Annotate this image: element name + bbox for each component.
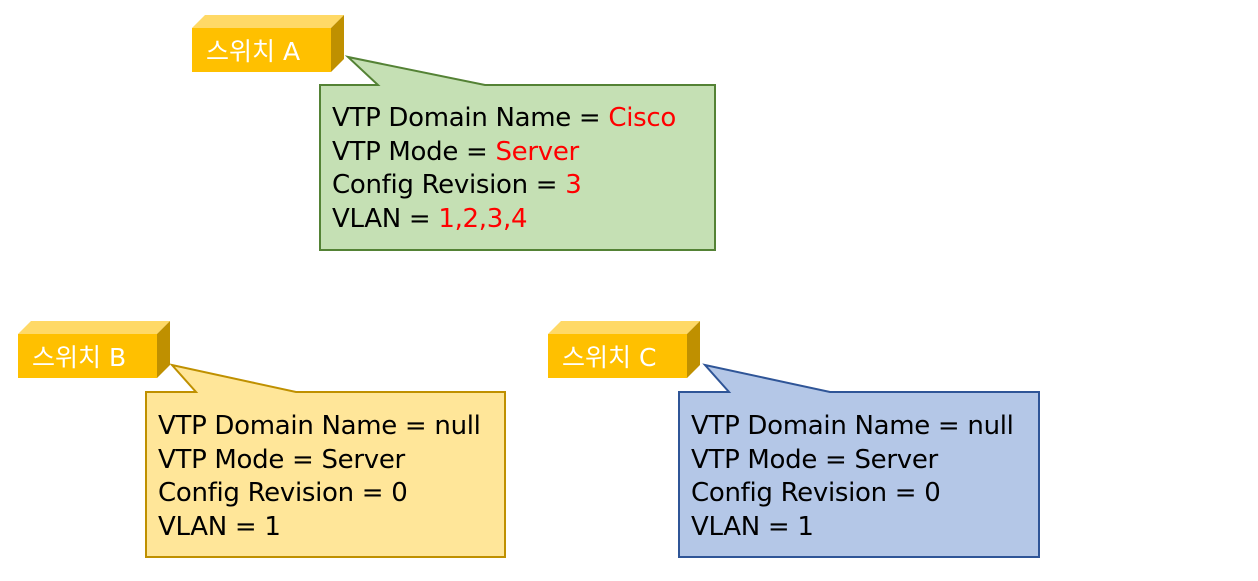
config-revision-value: 3 bbox=[565, 170, 582, 200]
domain-name-label: VTP Domain Name = bbox=[691, 411, 968, 441]
vlan-label: VLAN = bbox=[691, 511, 798, 542]
switch-c-label: 스위치 C bbox=[548, 321, 703, 378]
config-revision-value: 0 bbox=[924, 478, 941, 508]
domain-name-row: VTP Domain Name = Cisco bbox=[332, 102, 676, 136]
config-revision-label: Config Revision = bbox=[691, 478, 925, 508]
vtp-mode-label: VTP Mode = bbox=[691, 444, 855, 475]
config-revision-row: Config Revision = 0 bbox=[158, 477, 481, 511]
switch-b-title: 스위치 B bbox=[32, 343, 127, 372]
callout-a-bubble bbox=[319, 55, 716, 251]
switch-a-label: 스위치 A bbox=[192, 15, 347, 72]
domain-name-value: null bbox=[434, 411, 481, 441]
vtp-mode-value: Server bbox=[854, 444, 938, 475]
domain-name-row: VTP Domain Name = null bbox=[158, 410, 481, 444]
config-revision-label: Config Revision = bbox=[332, 170, 566, 200]
vtp-mode-label: VTP Mode = bbox=[332, 136, 496, 167]
callout-b-bubble bbox=[145, 363, 506, 558]
config-revision-label: Config Revision = bbox=[158, 478, 392, 508]
vtp-mode-row: VTP Mode = Server bbox=[691, 444, 1014, 478]
switch-a-block-icon bbox=[192, 15, 344, 72]
vlan-row: VLAN = 1,2,3,4 bbox=[332, 203, 676, 237]
domain-name-value: null bbox=[967, 411, 1014, 441]
switch-a-title: 스위치 A bbox=[206, 37, 301, 66]
vlan-value: 1 bbox=[264, 511, 281, 542]
domain-name-value: Cisco bbox=[608, 103, 677, 133]
callout-c-bubble bbox=[678, 363, 1040, 558]
switch-c-block-icon bbox=[548, 321, 700, 378]
callout-b-text: VTP Domain Name = null VTP Mode = Server… bbox=[158, 410, 481, 544]
vtp-mode-row: VTP Mode = Server bbox=[158, 444, 481, 478]
domain-name-label: VTP Domain Name = bbox=[332, 103, 609, 133]
switch-c-title: 스위치 C bbox=[562, 343, 657, 372]
domain-name-row: VTP Domain Name = null bbox=[691, 410, 1014, 444]
config-revision-row: Config Revision = 3 bbox=[332, 169, 676, 203]
vlan-label: VLAN = bbox=[332, 203, 439, 234]
vlan-row: VLAN = 1 bbox=[691, 511, 1014, 545]
switch-b-block-icon bbox=[18, 321, 170, 378]
vtp-mode-value: Server bbox=[321, 444, 405, 475]
vlan-value: 1,2,3,4 bbox=[438, 203, 528, 234]
config-revision-row: Config Revision = 0 bbox=[691, 477, 1014, 511]
switch-b-label: 스위치 B bbox=[18, 321, 173, 378]
domain-name-label: VTP Domain Name = bbox=[158, 411, 435, 441]
callout-a-text: VTP Domain Name = Cisco VTP Mode = Serve… bbox=[332, 102, 676, 236]
config-revision-value: 0 bbox=[391, 478, 408, 508]
vlan-label: VLAN = bbox=[158, 511, 265, 542]
callout-c-text: VTP Domain Name = null VTP Mode = Server… bbox=[691, 410, 1014, 544]
vtp-mode-label: VTP Mode = bbox=[158, 444, 322, 475]
vlan-row: VLAN = 1 bbox=[158, 511, 481, 545]
vtp-mode-row: VTP Mode = Server bbox=[332, 136, 676, 170]
vtp-mode-value: Server bbox=[495, 136, 579, 167]
vlan-value: 1 bbox=[797, 511, 814, 542]
